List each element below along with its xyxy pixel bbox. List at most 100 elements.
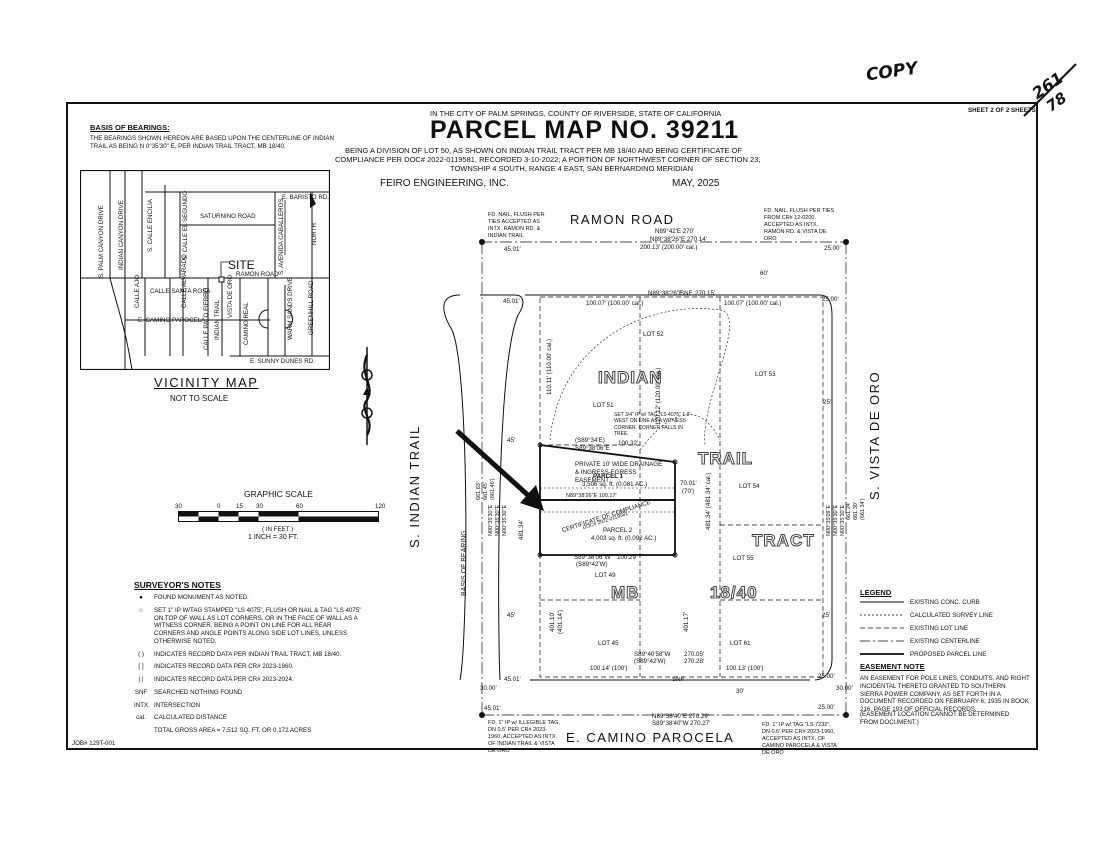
scale-tick-2: 0 [217, 503, 221, 510]
dim-45-west: 45' [507, 437, 516, 444]
dim-east-vals: 661.24' 661.30' (661.34') [846, 498, 866, 520]
dim-snf: SNF [680, 290, 693, 297]
dim-2500-ne: 25.00' [824, 245, 841, 252]
tract-ref: 18/40 [710, 583, 758, 603]
street-calle-el-segundo: S. CALLE EL SEGUNDO [182, 190, 189, 260]
sheet-border [66, 102, 1038, 750]
dim-45-west-2: 45' [507, 612, 516, 619]
lot-55: LOT 55 [733, 555, 754, 562]
dim-south-270b: 270.28' [684, 658, 705, 665]
dim-25-east: 25' [823, 399, 832, 406]
scale-tick-6: 120 [375, 503, 386, 510]
easement-text: AN EASEMENT FOR POLE LINES, CONDUITS, AN… [860, 675, 1030, 713]
se-monument-note: FD. 1" IP w/ TAG "LS 7232", DN 0.6' PER … [762, 722, 837, 756]
note-symbol: INTX. [134, 701, 150, 709]
note-row: cal.CALCULATED DISTANCE [134, 714, 364, 722]
note-text: CALCULATED DISTANCE [154, 714, 228, 722]
street-camino-parocela: E. CAMINO PAROCELA [138, 317, 206, 324]
dim-100-07-east: 100.07' (100.00' cal.) [724, 300, 782, 307]
parcel-1-area: 3,506 sq. ft. (0.081 AC.) [582, 481, 648, 488]
scale-tick-1: 30 [175, 503, 182, 510]
dim-lot51-len: 110.11' (110.00' cal.) [546, 338, 553, 395]
s-indian-trail-label: S. INDIAN TRAIL [407, 425, 422, 548]
street-sunny-dunes: E. SUNNY DUNES RD. [250, 358, 315, 365]
lot-49: LOT 49 [595, 572, 616, 579]
street-avenida-caballeros: S. AVENIDA CABALLEROS [278, 198, 285, 275]
dim-p2-bottom: S89°38'06"W [574, 554, 611, 561]
lot-53: LOT 53 [755, 371, 776, 378]
dim-401-west-rec: (401.14') [557, 609, 564, 634]
street-baristo: E. BARISTO RD. [282, 194, 329, 201]
basis-label: BASIS OF BEARING [461, 530, 468, 596]
dim-south-100b: 100.13' (100') [726, 665, 764, 672]
surveyors-notes-list: ●FOUND MONUMENT AS NOTED. ○SET 1" IP W/T… [134, 594, 364, 735]
gross-area: TOTAL GROSS AREA = 7,512 SQ. FT. OR 0.17… [154, 727, 312, 734]
note-row: INTX.INTERSECTION [134, 702, 364, 710]
note-text: SET 1" IP W/TAG STAMPED "LS 4075", FLUSH… [154, 606, 362, 645]
vicinity-title: VICINITY MAP [154, 375, 259, 390]
dim-south-bearing: S89°40'58"W [634, 651, 671, 658]
scale-tick-3: 15 [236, 503, 243, 510]
dim-inner-bearing: N89°38'26"E [648, 290, 684, 297]
city-line: IN THE CITY OF PALM SPRINGS, COUNTY OF R… [430, 109, 722, 118]
dim-4501-inner: 45.01' [503, 298, 520, 305]
tract-tract: TRACT [752, 531, 815, 551]
dim-p-mid: N89°38'26"E 100.17' [566, 493, 617, 499]
dim-camino-bearing: N89°38'40"E 270.29' [652, 713, 709, 720]
parcel-2-label: PARCEL 2 [603, 527, 633, 534]
note-row: SNF SEARCHED NOTHING FOUND [134, 689, 364, 697]
lot-51: LOT 51 [593, 402, 614, 409]
note-text: SEARCHED NOTHING FOUND [154, 688, 243, 696]
dim-3000-se: 30.00' [836, 685, 853, 692]
street-vista-de-oro-small: VISTA DE ORO [227, 274, 234, 318]
legend-item-curb: EXISTING CONC. CURB [910, 599, 980, 606]
street-calle-palo-fierro: CALLE PALO FIERRO [203, 287, 210, 350]
dim-100-07-west: 100.07' (100.00' cal.) [586, 300, 644, 307]
sheet-number: SHEET 2 OF 2 SHEETS [968, 107, 1036, 114]
dim-snf-south: SNF [672, 676, 685, 683]
legend-lines [860, 601, 904, 655]
street-ramon: RAMON ROAD [236, 271, 279, 278]
note-row: | |INDICATES RECORD DATA PER CR# 2023-20… [134, 676, 364, 684]
dim-481: 481.34' (481.34' cal.) [705, 472, 712, 530]
lot-61: LOT 61 [730, 640, 751, 647]
dim-4501-bottom: 45.01' [484, 705, 501, 712]
dim-north-bearing: N89°42'E 270' [655, 228, 695, 235]
dim-south-bearing-2: (S89°42'W) [634, 658, 666, 665]
dim-25-east-2: 25' [822, 612, 831, 619]
dim-south-100: 100.14' (100') [590, 665, 628, 672]
copy-stamp: COPY [864, 58, 919, 86]
tract-trail: TRAIL [697, 449, 754, 469]
dim-401-west: 401.10' [549, 611, 556, 632]
street-indian-canyon: INDIAN CANYON DRIVE [118, 200, 125, 270]
ramon-road-label: RAMON ROAD [570, 212, 675, 227]
note-symbol: ● [139, 594, 143, 601]
dim-south-270: 270.05' [684, 651, 705, 658]
note-row: [ ]INDICATES RECORD DATA PER CR# 2023-19… [134, 663, 364, 671]
dim-lot-w: 481.34' [518, 519, 525, 540]
camino-parocela-label: E. CAMINO PAROCELA [566, 730, 735, 745]
scale-unit: ( IN FEET ) [262, 526, 294, 533]
note-symbol: ○ [139, 606, 143, 614]
note-symbol: SNF [134, 688, 148, 696]
note-row: ○ SET 1" IP W/TAG STAMPED "LS 4075", FLUS… [134, 607, 364, 646]
legend-item-lot: EXISTING LOT LINE [910, 625, 968, 632]
basis-text-2: TRAIL AS BEING N 0°35'30" E, PER INDIAN … [90, 143, 286, 150]
lot-54: LOT 54 [739, 483, 760, 490]
ne-monument-note: FD. NAIL, FLUSH PER TIES FROM CR# 12-020… [764, 208, 835, 242]
job-number: JOB# 129T-001 [72, 740, 116, 747]
street-camino-real: CAMINO REAL [243, 302, 250, 345]
dim-4501-sw: 45.01' [504, 676, 521, 683]
street-north: NORTH [311, 223, 318, 245]
dim-p1-dist: 100.32' [618, 440, 639, 447]
dim-30: 30' [736, 688, 745, 695]
dim-401-east: 401.17' [683, 611, 690, 632]
note-symbol: ( ) [138, 650, 144, 658]
s-vista-de-oro-label: S. VISTA DE ORO [867, 370, 882, 500]
description-line-3: TOWNSHIP 4 SOUTH, RANGE 4 EAST, SAN BERN… [450, 164, 694, 173]
vicinity-subtitle: NOT TO SCALE [170, 394, 229, 403]
dim-west-bearing: N00°35'30"E N00°35'30"E N00°35'30"E [488, 504, 508, 536]
dim-7001: 70.01' [680, 480, 697, 487]
dim-2500-se: 25.00' [818, 673, 835, 680]
dim-3000-sw: 30.00' [480, 685, 497, 692]
